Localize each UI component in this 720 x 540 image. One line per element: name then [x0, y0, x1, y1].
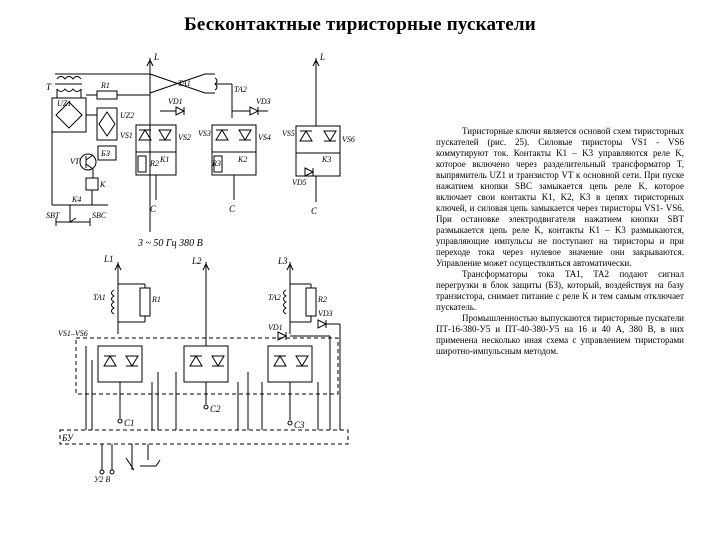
label-k4: K4 — [71, 195, 81, 204]
thyristor-pair-1 — [97, 345, 143, 383]
supply-label: 3 ~ 50 Гц 380 В — [137, 238, 203, 249]
thyristor-pair-2 — [183, 345, 229, 383]
relay-k — [85, 177, 99, 191]
label-sbc: SBC — [92, 211, 107, 220]
bottom-circuit-diagram — [59, 262, 349, 475]
label-vs6: VS6 — [342, 135, 355, 144]
label-c2: C2 — [210, 404, 221, 414]
current-transformer-ta1 — [111, 289, 115, 315]
thyristor-block-vs1-vs6 — [75, 337, 339, 395]
label-r1-bottom: R1 — [151, 295, 161, 304]
description-paragraph: Тиристорные ключи является основой схем … — [436, 126, 684, 268]
label-r2-bottom: R2 — [317, 295, 327, 304]
label-vt: VT — [70, 157, 80, 166]
top-diagram-labels: T UZ1 R1 UZ2 БЗ VT K K4 SBT SBC L L TA1 … — [46, 52, 355, 220]
resistor-r1-bottom — [139, 287, 151, 317]
protection-block-b3 — [97, 145, 117, 161]
transistor-vt — [79, 153, 97, 178]
label-c-right: C — [311, 206, 318, 216]
label-uz1: UZ1 — [57, 99, 71, 108]
label-k2: K2 — [237, 155, 247, 164]
label-k3: K3 — [321, 155, 331, 164]
label-r1: R1 — [100, 81, 110, 90]
label-c1: C1 — [124, 418, 135, 428]
top-circuit-diagram — [51, 58, 341, 232]
control-unit-bu — [59, 429, 349, 445]
label-uz2: UZ2 — [120, 111, 134, 120]
label-c-mid: C — [229, 204, 236, 214]
rectifier-uz2 — [96, 107, 118, 141]
label-vs3: VS3 — [198, 129, 211, 138]
label-vd1: VD1 — [168, 97, 183, 106]
rectifier-uz1 — [51, 97, 97, 205]
label-t: T — [46, 82, 52, 92]
current-transformer-ta2-bottom — [283, 289, 287, 315]
resistor-r1 — [96, 90, 118, 100]
label-vs-range: VS1–VS6 — [58, 329, 88, 338]
label-vd5: VD5 — [292, 178, 307, 187]
label-vd3: VD3 — [256, 97, 271, 106]
bottom-diagram-labels: 3 ~ 50 Гц 380 В L1 L2 L3 TA1 TA2 R1 R2 V… — [58, 238, 333, 484]
label-k: K — [99, 180, 106, 189]
description-text: Тиристорные ключи является основой схем … — [436, 126, 684, 357]
label-l1: L1 — [103, 254, 114, 264]
resistor-r2 — [137, 155, 147, 173]
label-vs1: VS1 — [120, 131, 133, 140]
diode-vd1 — [175, 106, 186, 116]
label-vs4: VS4 — [258, 133, 271, 142]
label-k1: K1 — [159, 155, 169, 164]
label-c3: C3 — [294, 420, 305, 430]
label-c-left: C — [150, 204, 157, 214]
description-paragraph: Трансформаторы тока TA1, TA2 подают сигн… — [436, 269, 684, 312]
label-l2: L2 — [191, 256, 202, 266]
label-l-right: L — [319, 52, 325, 62]
label-l3: L3 — [277, 256, 288, 266]
label-bu: БУ — [61, 433, 74, 443]
description-paragraph: Промышленностью выпускаются тиристорные … — [436, 313, 684, 356]
page-title: Бесконтактные тиристорные пускатели — [184, 14, 536, 35]
label-ta1: TA1 — [178, 79, 191, 88]
transformer-t — [55, 73, 150, 98]
label-ta1-bottom: TA1 — [93, 293, 106, 302]
label-ta2: TA2 — [234, 85, 247, 94]
diode-vd3 — [249, 106, 260, 116]
label-sbt: SBT — [46, 211, 60, 220]
label-bottom-terminals: У2 В — [94, 475, 110, 484]
label-vd1-bottom: VD1 — [268, 323, 283, 332]
label-vs5: VS5 — [282, 129, 295, 138]
label-r2: R2 — [149, 159, 159, 168]
label-r3: R3 — [211, 159, 221, 168]
label-b3: БЗ — [100, 149, 110, 158]
thyristor-pair-3 — [267, 345, 313, 383]
label-l-left: L — [153, 52, 159, 62]
thyristor-key-3 — [295, 125, 341, 177]
label-ta2-bottom: TA2 — [268, 293, 281, 302]
resistor-r2-bottom — [305, 287, 317, 317]
label-vs2: VS2 — [178, 133, 191, 142]
label-vd3-bottom: VD3 — [318, 309, 333, 318]
